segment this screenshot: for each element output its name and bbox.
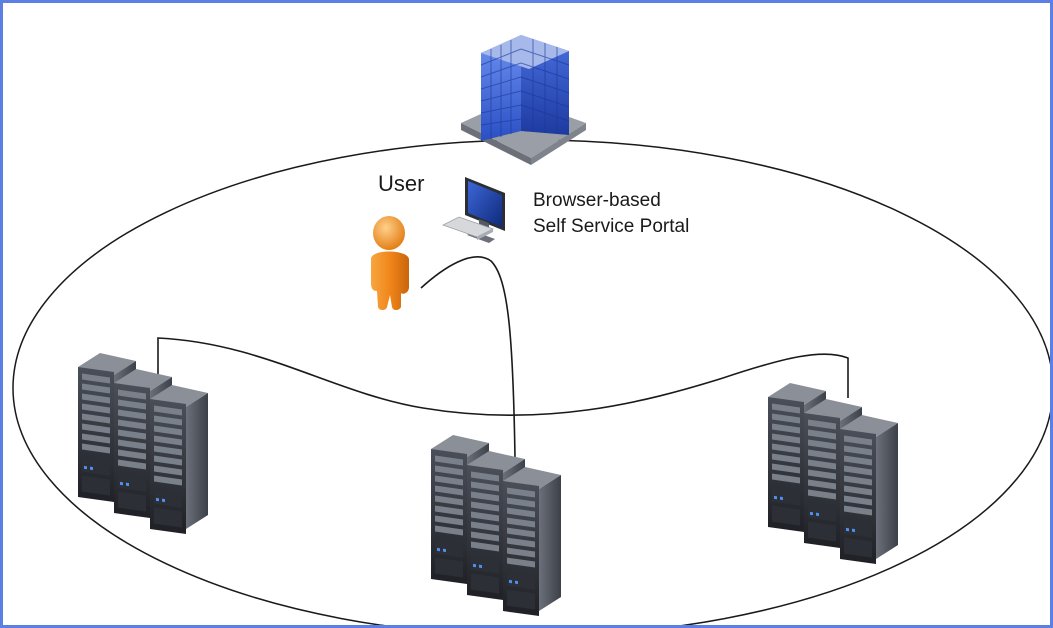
server-rack-icon bbox=[78, 353, 208, 534]
user-person-icon bbox=[371, 216, 409, 310]
portal-label-line1: Browser-based bbox=[533, 188, 689, 214]
user-label: User bbox=[378, 171, 424, 197]
office-building-icon bbox=[461, 35, 586, 165]
network-diagram bbox=[3, 3, 1053, 628]
portal-label-line2: Self Service Portal bbox=[533, 214, 689, 240]
portal-label: Browser-based Self Service Portal bbox=[533, 188, 689, 240]
server-rack-icon bbox=[768, 383, 898, 564]
portal-connection-line bbox=[421, 257, 515, 458]
computer-monitor-icon bbox=[443, 177, 505, 243]
server-rack-icon bbox=[431, 435, 561, 616]
server-interconnect-line bbox=[158, 338, 848, 415]
